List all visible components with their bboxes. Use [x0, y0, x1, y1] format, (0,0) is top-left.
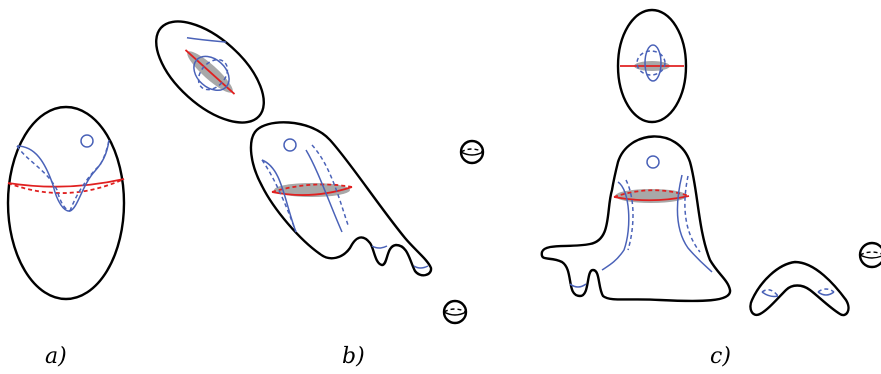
panel-b-large-surface: [249, 121, 433, 277]
panel-b-neck-1: [371, 245, 388, 249]
panel-c-v-neck-right: [817, 291, 835, 296]
panel-c-diagram: [540, 8, 881, 317]
panel-a-blue-curve-dashed: [16, 139, 110, 212]
panel-a-small-circle: [80, 134, 94, 148]
panel-c-v-neck-right-dash: [817, 288, 835, 293]
panel-c-sphere-edge: [858, 241, 881, 269]
panel-b-blue-curve-left-dash: [261, 159, 297, 233]
panel-c-blue-curve-left-dash: [625, 179, 634, 251]
panel-b-neck-2: [413, 265, 429, 269]
panel-c-v-neck-left: [761, 291, 779, 298]
panel-c-blue-curve-right: [676, 174, 713, 273]
panel-c-large-surface: [540, 135, 732, 303]
panel-c-label: c): [710, 344, 731, 369]
panel-b-small-circle: [283, 138, 297, 152]
panel-a-red-cut-front: [7, 178, 125, 188]
panel-a-red-cut-back: [7, 178, 125, 194]
panel-b-sphere-bottom: [442, 299, 468, 325]
panel-c-red-cut: [613, 195, 690, 202]
panel-a-diagram: [6, 105, 126, 301]
panel-b-blue-curve-right-dash: [311, 144, 349, 226]
panel-c-small-circle: [646, 155, 660, 169]
panel-b-blue-curve-left: [261, 159, 297, 233]
panel-a-blue-curve-solid: [16, 139, 110, 212]
panel-c-v-neck-left-dash: [761, 289, 779, 297]
panel-b-blue-curve-right: [305, 149, 343, 233]
panel-b-red-cut-back: [271, 183, 353, 193]
panel-c-red-cut-back: [613, 189, 690, 198]
panel-c-v-surface: [749, 260, 850, 317]
panel-c-blue-curve-right-dash: [684, 175, 701, 253]
panel-c-neck: [569, 283, 587, 288]
panel-a-sphere: [6, 105, 126, 301]
panel-b-small-sphere: [155, 20, 265, 124]
panel-b-sphere-top: [459, 139, 485, 165]
panel-b-label: b): [342, 344, 365, 369]
panel-c-small-sphere: [616, 8, 688, 124]
panel-b-diagram: [155, 20, 485, 325]
panel-a-label: a): [45, 344, 67, 369]
panel-c-blue-curve-left: [601, 181, 630, 271]
